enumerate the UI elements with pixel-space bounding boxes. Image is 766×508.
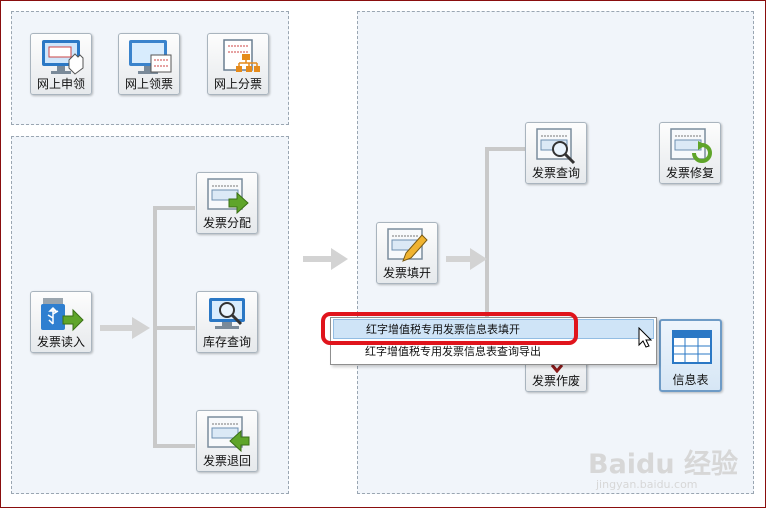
flow-arrow-icon <box>100 317 150 339</box>
stock-query-button[interactable]: 库存查询 <box>196 291 258 353</box>
invoice-import-label: 发票读入 <box>36 335 85 349</box>
connector <box>153 206 195 210</box>
stock-query-label: 库存查询 <box>202 335 251 349</box>
flow-arrow-icon <box>446 248 487 270</box>
online-split-label: 网上分票 <box>213 77 262 91</box>
monitor-hand-icon <box>42 40 84 75</box>
table-icon <box>672 330 712 364</box>
invoice-fill-button[interactable]: 发票填开 <box>376 222 438 284</box>
invoice-arrow-right-icon <box>207 178 249 215</box>
watermark-brand: Bai⁠du 经验 <box>588 449 739 480</box>
invoice-return-label: 发票退回 <box>202 454 251 468</box>
invoice-allocate-button[interactable]: 发票分配 <box>196 172 258 234</box>
menu-item-red-info-query-export[interactable]: 红字增值税专用发票信息表查询导出 <box>333 342 654 362</box>
invoice-pencil-icon <box>387 228 428 262</box>
cursor-icon <box>638 327 652 348</box>
invoice-magnifier-icon <box>536 128 576 165</box>
invoice-import-button[interactable]: 发票读入 <box>30 291 92 353</box>
info-table-label: 信息表 <box>672 373 709 387</box>
invoice-void-icon <box>550 364 564 373</box>
watermark: Bai⁠du 经验 jingyan.baidu.com <box>588 428 738 496</box>
invoice-panel <box>357 11 754 494</box>
menu-item-label: 红字增值税专用发票信息表填开 <box>366 323 520 336</box>
watermark-url: jingyan.baidu.com <box>596 478 698 491</box>
invoice-void-label: 发票作废 <box>531 374 580 388</box>
connector <box>153 444 195 448</box>
menu-item-label: 红字增值税专用发票信息表查询导出 <box>365 345 541 358</box>
invoice-repair-button[interactable]: 发票修复 <box>659 122 721 184</box>
invoice-return-button[interactable]: 发票退回 <box>196 410 258 472</box>
invoice-arrow-left-icon <box>207 416 250 453</box>
flow-arrow-icon <box>303 248 348 270</box>
invoice-repair-label: 发票修复 <box>665 166 714 180</box>
online-apply-button[interactable]: 网上申领 <box>30 33 92 95</box>
monitor-magnifier-icon <box>209 298 245 329</box>
invoice-allocate-label: 发票分配 <box>202 216 251 230</box>
info-table-button[interactable]: 信息表 <box>659 319 722 392</box>
invoice-tree-icon <box>223 39 260 72</box>
invoice-query-button[interactable]: 发票查询 <box>525 122 587 184</box>
usb-import-icon <box>41 298 84 332</box>
connector <box>485 148 489 360</box>
online-apply-label: 网上申领 <box>36 77 85 91</box>
online-receive-button[interactable]: 网上领票 <box>118 33 180 95</box>
monitor-invoice-icon <box>129 40 172 74</box>
online-receive-label: 网上领票 <box>124 77 173 91</box>
online-split-button[interactable]: 网上分票 <box>207 33 269 95</box>
connector <box>153 326 195 330</box>
invoice-fill-label: 发票填开 <box>382 266 431 280</box>
menu-item-red-info-fill[interactable]: 红字增值税专用发票信息表填开 <box>333 319 654 339</box>
connector <box>485 147 525 151</box>
highlight-annotation <box>321 312 578 345</box>
invoice-query-label: 发票查询 <box>531 166 580 180</box>
invoice-repair-icon <box>670 128 712 163</box>
